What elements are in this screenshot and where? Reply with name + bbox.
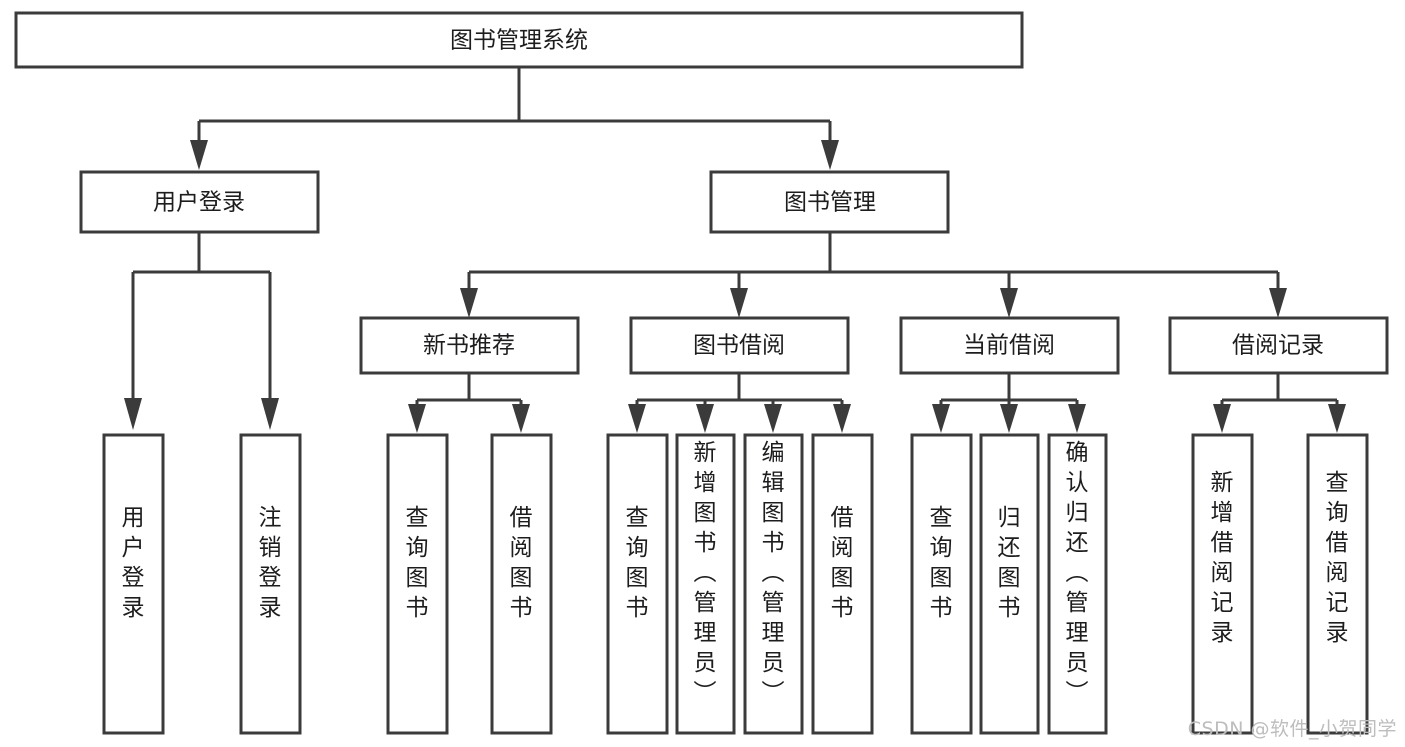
- arrowhead-borrow-record: [1269, 288, 1287, 318]
- leaf-borrow-record-2-box[interactable]: [1306, 433, 1369, 735]
- leaf-borrow-record-2[interactable]: 查询借阅记录: [1306, 433, 1369, 735]
- leaf-borrow-record-1-box[interactable]: [1191, 433, 1254, 735]
- node-user-login[interactable]: 用户登录: [79, 170, 320, 234]
- leaf-current-borrow-1[interactable]: 查询图书: [910, 433, 973, 735]
- leaf-current-borrow-2-box[interactable]: [979, 433, 1040, 735]
- arrowhead-leaf-bookborrow-1: [628, 404, 646, 433]
- node-user-login-label: 用户登录: [153, 190, 245, 216]
- node-book-management[interactable]: 图书管理: [709, 170, 950, 234]
- node-book-borrow-label: 图书借阅: [693, 333, 785, 359]
- node-borrow-record-box[interactable]: [1168, 316, 1389, 375]
- node-new-book-recommend-box[interactable]: [359, 316, 580, 375]
- csdn-watermark: CSDN @软件_小贺同学: [1187, 718, 1397, 740]
- leaf-user-login-1-label: 用户登录: [122, 505, 145, 621]
- node-book-management-box[interactable]: [709, 170, 950, 234]
- leaf-new-book-2-box[interactable]: [490, 433, 553, 735]
- leaf-book-borrow-1-label: 查询图书: [626, 505, 649, 621]
- leaf-book-borrow-4-label: 借阅图书: [831, 505, 854, 621]
- leaf-book-borrow-4[interactable]: 借阅图书: [811, 433, 874, 735]
- leaf-borrow-record-1-label: 新增借阅记录: [1211, 470, 1234, 646]
- node-new-book-recommend-label: 新书推荐: [423, 333, 515, 359]
- arrowhead-leaf-bookborrow-3: [764, 404, 782, 433]
- leaf-borrow-record-1[interactable]: 新增借阅记录: [1191, 433, 1254, 735]
- node-root[interactable]: 图书管理系统: [14, 11, 1024, 69]
- leaf-new-book-2[interactable]: 借阅图书: [490, 433, 553, 735]
- leaf-current-borrow-3[interactable]: 确认归还︵管理员︶: [1047, 433, 1108, 735]
- leaf-new-book-1-label: 查询图书: [406, 505, 429, 621]
- arrowhead-leaf-currentborrow-1: [932, 404, 950, 433]
- arrowhead-user-login: [190, 140, 208, 170]
- node-borrow-record[interactable]: 借阅记录: [1168, 316, 1389, 375]
- node-user-login-box[interactable]: [79, 170, 320, 234]
- leaf-book-borrow-1[interactable]: 查询图书: [606, 433, 669, 735]
- arrowhead-leaf-user-login-2: [261, 398, 279, 430]
- leaf-book-borrow-1-box[interactable]: [606, 433, 669, 735]
- arrowhead-leaf-user-login-1: [124, 398, 142, 430]
- node-new-book-recommend[interactable]: 新书推荐: [359, 316, 580, 375]
- node-current-borrow-label: 当前借阅: [963, 333, 1055, 359]
- arrowhead-new-book: [460, 288, 478, 318]
- leaf-book-borrow-2-label: 新增图书︵管理员︶: [694, 440, 717, 706]
- leaf-book-borrow-2[interactable]: 新增图书︵管理员︶: [675, 433, 736, 735]
- arrowhead-leaf-borrowrecord-1: [1213, 404, 1231, 433]
- leaf-user-login-2[interactable]: 注销登录: [239, 433, 302, 735]
- leaf-book-borrow-4-box[interactable]: [811, 433, 874, 735]
- leaf-new-book-2-label: 借阅图书: [510, 505, 533, 621]
- node-book-borrow-box[interactable]: [629, 316, 850, 375]
- leaf-user-login-1-box[interactable]: [102, 433, 165, 735]
- arrowhead-book-borrow: [730, 288, 748, 318]
- leaf-book-borrow-3[interactable]: 编辑图书︵管理员︶: [743, 433, 804, 735]
- leaf-book-borrow-2-box[interactable]: [675, 433, 736, 735]
- leaf-new-book-1[interactable]: 查询图书: [386, 433, 449, 735]
- arrowhead-leaf-newbook-1: [408, 404, 426, 433]
- leaf-current-borrow-1-label: 查询图书: [930, 505, 953, 621]
- arrowhead-leaf-borrowrecord-2: [1328, 404, 1346, 433]
- node-book-borrow[interactable]: 图书借阅: [629, 316, 850, 375]
- leaf-user-login-2-box[interactable]: [239, 433, 302, 735]
- node-current-borrow[interactable]: 当前借阅: [899, 316, 1120, 375]
- node-root-label: 图书管理系统: [450, 28, 588, 54]
- arrowhead-leaf-currentborrow-2: [1000, 404, 1018, 433]
- leaf-current-borrow-3-box[interactable]: [1047, 433, 1108, 735]
- leaf-borrow-record-2-label: 查询借阅记录: [1326, 470, 1349, 646]
- leaf-book-borrow-3-box[interactable]: [743, 433, 804, 735]
- node-book-management-label: 图书管理: [784, 190, 876, 216]
- leaf-current-borrow-3-label: 确认归还︵管理员︶: [1066, 440, 1089, 706]
- leaf-current-borrow-2-label: 归还图书: [998, 505, 1021, 621]
- leaf-user-login-2-label: 注销登录: [259, 505, 282, 621]
- leaf-user-login-1[interactable]: 用户登录: [102, 433, 165, 735]
- arrowhead-leaf-newbook-2: [512, 404, 530, 433]
- arrowhead-leaf-bookborrow-4: [833, 404, 851, 433]
- node-current-borrow-box[interactable]: [899, 316, 1120, 375]
- arrowhead-book-mgmt: [821, 140, 839, 170]
- arrowhead-leaf-currentborrow-3: [1068, 404, 1086, 433]
- arrowhead-current-borrow: [1000, 288, 1018, 318]
- node-borrow-record-label: 借阅记录: [1232, 333, 1324, 359]
- leaf-book-borrow-3-label: 编辑图书︵管理员︶: [762, 440, 785, 706]
- connector-layer: [124, 67, 1346, 433]
- leaf-new-book-1-box[interactable]: [386, 433, 449, 735]
- arrowhead-leaf-bookborrow-2: [696, 404, 714, 433]
- leaf-current-borrow-1-box[interactable]: [910, 433, 973, 735]
- leaf-current-borrow-2[interactable]: 归还图书: [979, 433, 1040, 735]
- node-root-box[interactable]: [14, 11, 1024, 69]
